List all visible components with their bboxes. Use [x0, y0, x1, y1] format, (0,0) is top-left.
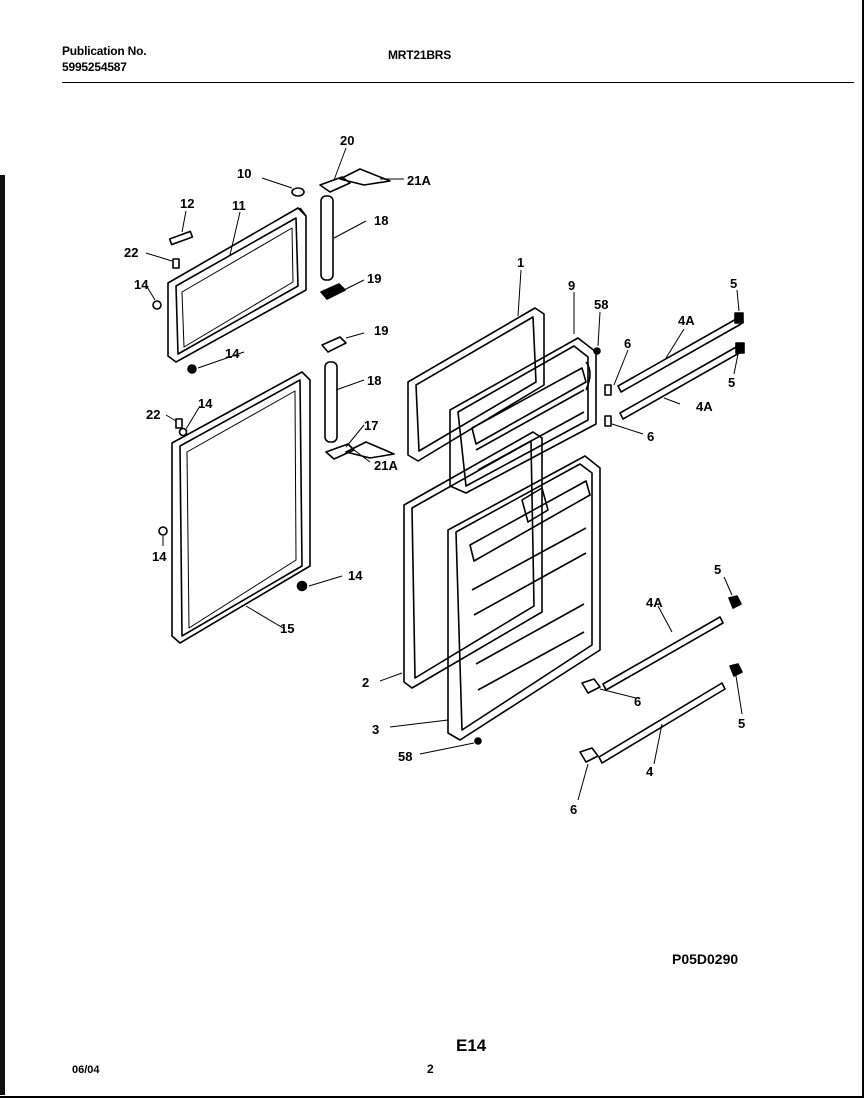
page-number: 2	[427, 1062, 434, 1076]
part-22-screw	[172, 258, 180, 269]
callout-9: 9	[568, 278, 575, 293]
callout-58: 58	[398, 749, 412, 764]
part-6-end-cap	[604, 415, 612, 427]
part-10-cap	[291, 187, 305, 197]
callout-6: 6	[570, 802, 577, 817]
callout-1: 1	[517, 255, 524, 270]
part-5-end-cap	[735, 342, 745, 354]
part-19-handle-cap	[320, 283, 346, 300]
part-3-fresh-food-door-liner	[447, 455, 601, 741]
part-11-freezer-door-panel	[167, 207, 307, 363]
callout-6: 6	[647, 429, 654, 444]
part-14-screw	[187, 364, 197, 374]
drawing-number: P05D0290	[672, 951, 739, 967]
scan-margin-bar	[0, 175, 5, 1095]
callout-22: 22	[146, 407, 160, 422]
part-12-plug	[168, 230, 194, 246]
page-border	[862, 0, 864, 1098]
callout-21a: 21A	[374, 458, 398, 473]
part-6-end-cap	[579, 747, 599, 763]
part-22-screw	[175, 418, 183, 429]
part-4a-door-trim-lower	[602, 616, 724, 691]
callout-14: 14	[348, 568, 363, 583]
part-15-fresh-food-door-panel	[171, 371, 311, 644]
callout-19: 19	[374, 323, 388, 338]
callout-4: 4	[646, 764, 654, 779]
callout-17: 17	[364, 418, 378, 433]
part-14-screw	[296, 580, 308, 592]
callout-22: 22	[124, 245, 138, 260]
callout-10: 10	[237, 166, 251, 181]
part-19-handle-cap	[321, 336, 347, 353]
part-14-screw	[178, 427, 188, 437]
part-2-fresh-food-door-gasket	[403, 431, 543, 689]
callout-18: 18	[367, 373, 381, 388]
model-number: MRT21BRS	[388, 48, 452, 62]
callout-15: 15	[280, 621, 294, 636]
callout-3: 3	[372, 722, 379, 737]
callout-5: 5	[730, 276, 737, 291]
part-1-freezer-door-gasket	[407, 307, 545, 462]
part-6-end-cap	[604, 384, 612, 396]
callout-14: 14	[198, 396, 213, 411]
section-code: E14	[456, 1036, 487, 1055]
page-border	[0, 1096, 864, 1098]
callout-4a: 4A	[678, 313, 695, 328]
part-18-handle	[324, 361, 338, 443]
callout-5: 5	[728, 375, 735, 390]
callout-6: 6	[634, 694, 641, 709]
callout-14: 14	[134, 277, 149, 292]
callout-11: 11	[232, 198, 246, 213]
callout-14: 14	[152, 549, 167, 564]
part-58-screw	[474, 737, 482, 745]
callout-14: 14	[225, 346, 240, 361]
callout-19: 19	[367, 271, 381, 286]
part-17-handle-bracket	[325, 443, 355, 460]
part-4-door-trim	[598, 682, 726, 764]
header-rule	[62, 82, 854, 83]
part-6-end-cap	[581, 678, 601, 694]
callout-5: 5	[738, 716, 745, 731]
callout-5: 5	[714, 562, 721, 577]
callout-21a: 21A	[407, 173, 431, 188]
callout-4a: 4A	[646, 595, 663, 610]
callout-58: 58	[594, 297, 608, 312]
part-5-end-cap	[734, 312, 744, 324]
part-21a-screw	[339, 168, 391, 186]
part-14-screw	[152, 300, 162, 310]
callout-20: 20	[340, 133, 354, 148]
part-5-end-cap	[728, 595, 742, 609]
publication-number: 5995254587	[62, 60, 127, 74]
part-9-freezer-door-liner	[449, 337, 597, 494]
callout-4a: 4A	[696, 399, 713, 414]
part-20-handle-bracket	[319, 176, 351, 193]
publication-label: Publication No.	[62, 44, 147, 58]
callout-6: 6	[624, 336, 631, 351]
part-58-screw	[593, 347, 601, 355]
date-code: 06/04	[72, 1064, 100, 1076]
part-18-handle	[320, 195, 334, 281]
callout-2: 2	[362, 675, 369, 690]
callout-18: 18	[374, 213, 388, 228]
callout-12: 12	[180, 196, 194, 211]
part-5-end-cap	[729, 663, 743, 677]
leader-lines	[145, 147, 743, 801]
part-14-screw	[158, 526, 168, 536]
